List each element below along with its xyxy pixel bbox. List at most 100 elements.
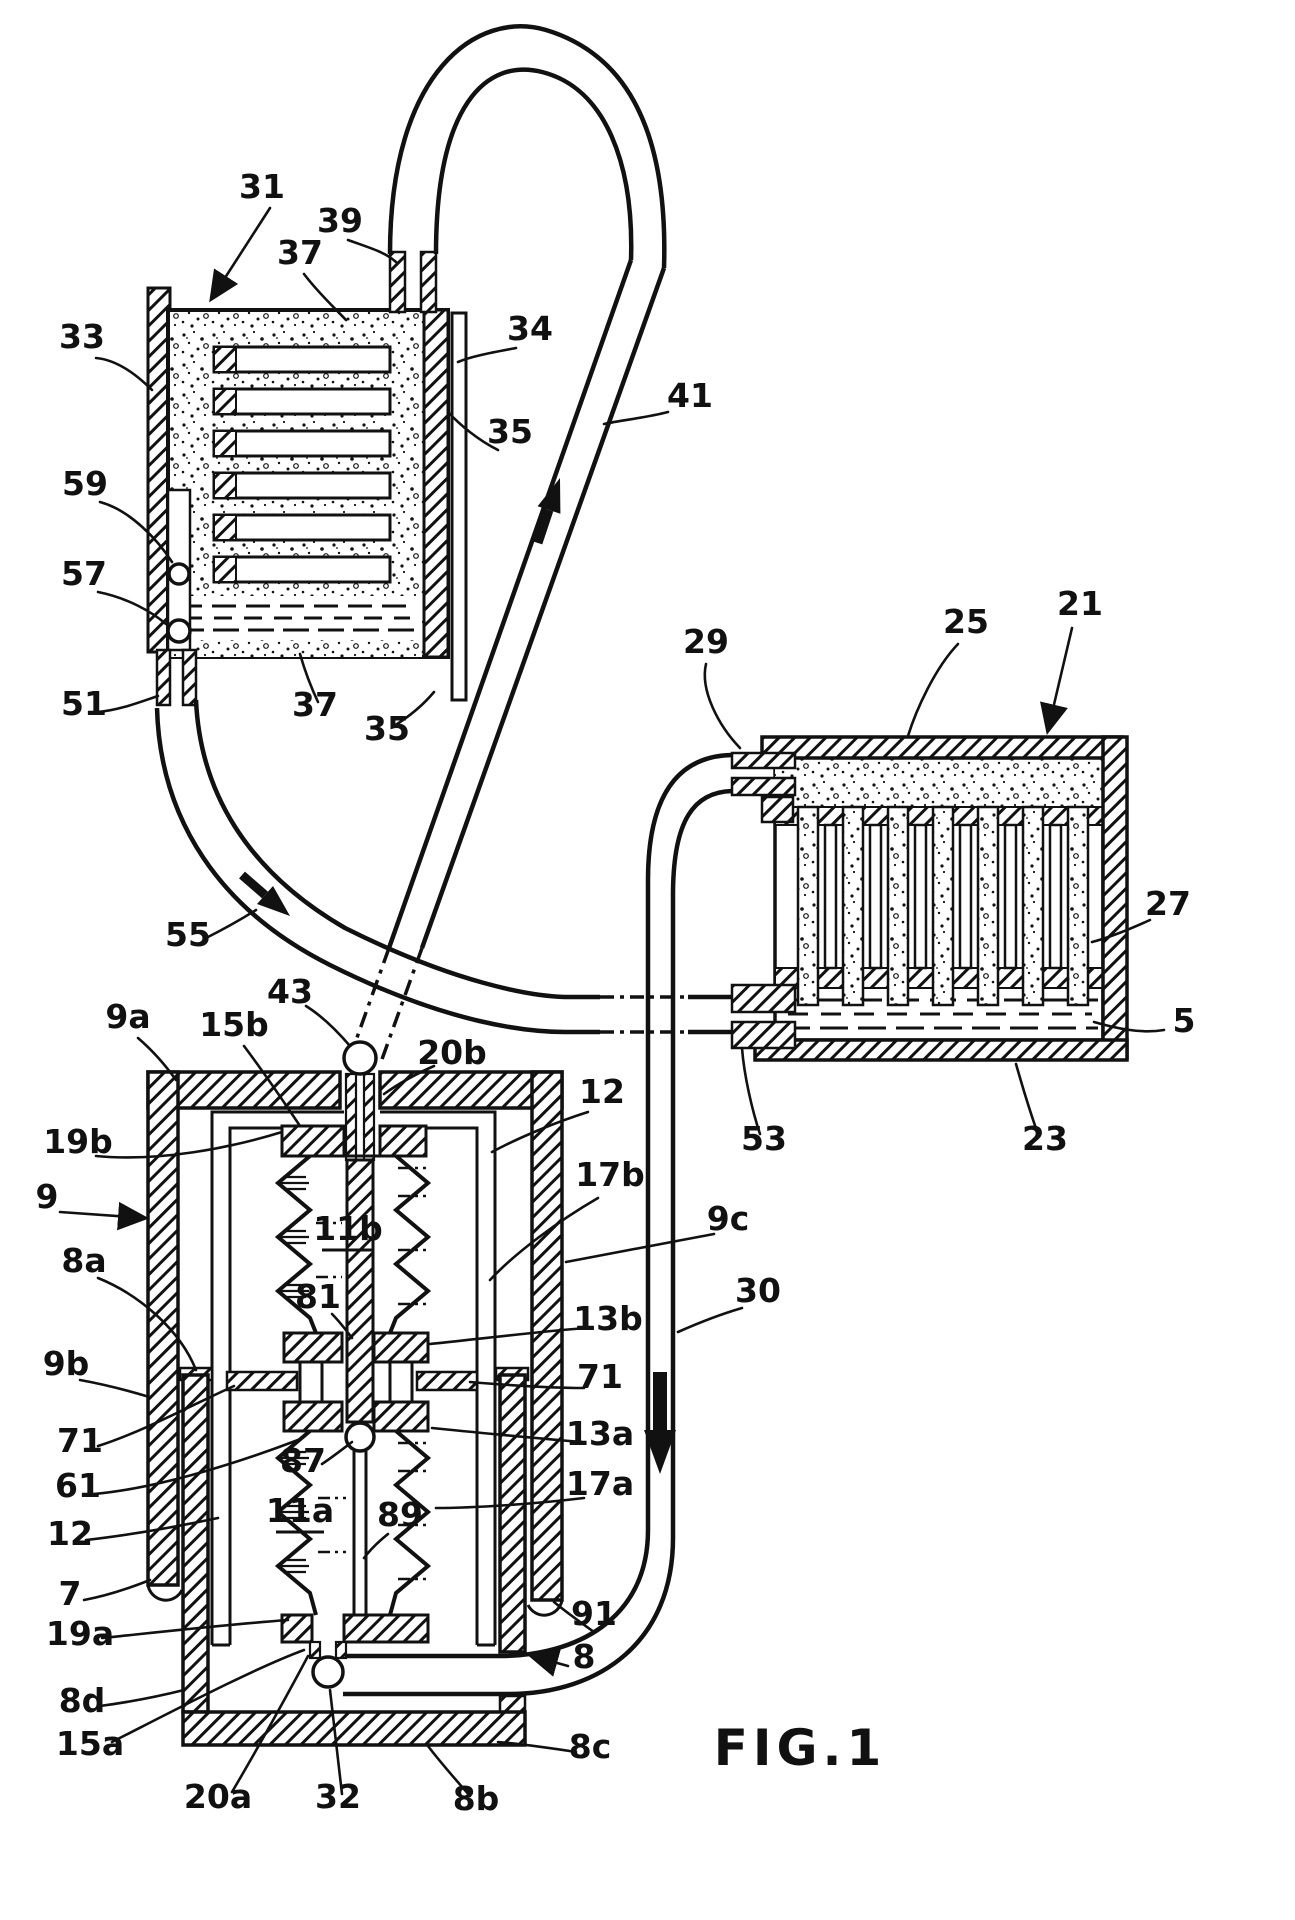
part-label-39: 39 [317,201,363,240]
part-label-37-top: 37 [277,233,323,272]
wall-block [760,795,795,824]
part-label-13a: 13a [566,1414,634,1453]
port-stub-53 [730,1020,797,1050]
part-label-81: 81 [295,1277,341,1316]
wick-columns-27 [796,805,1090,1007]
thin-fins [823,823,1063,970]
port-stub-53a [730,983,797,1014]
liquid-tube-55 [154,699,734,1035]
ball-valve-57 [166,618,192,644]
center-rod-81 [345,1158,375,1424]
part-label-71-right: 71 [577,1357,623,1396]
part-label-35-top: 35 [487,412,533,451]
part-label-17a: 17a [566,1464,634,1503]
bellows-top-plate-19b [378,1124,428,1158]
part-label-59: 59 [62,464,108,503]
part-label-30: 30 [735,1271,781,1310]
middle-plate-assembly [225,1331,479,1433]
right-plate-35 [422,308,450,659]
bellows-lower-11a [274,1429,432,1660]
part-label-27: 27 [1145,884,1191,923]
shell-right-foot-91 [526,1599,564,1617]
part-label-20a: 20a [184,1777,252,1816]
part-label-8d: 8d [59,1681,106,1720]
vapor-loop-tube-41 [352,24,667,1063]
part-label-8: 8 [573,1637,596,1676]
part-label-53: 53 [741,1119,787,1158]
mid-plate-13b-right [372,1331,430,1364]
part-label-31: 31 [239,167,285,206]
post-61-right [388,1360,414,1404]
part-label-21: 21 [1057,584,1103,623]
part-label-34: 34 [507,309,553,348]
part-label-9b: 9b [43,1344,90,1383]
left-heat-exchanger [146,250,468,707]
pipe-stub-51 [155,648,172,707]
bellows-bottom-plate-15a [342,1613,430,1644]
part-label-9: 9 [36,1177,59,1216]
ball-valve-43 [342,1040,378,1076]
part-label-23: 23 [1022,1119,1068,1158]
ball-valve-59 [167,562,191,586]
part-label-32: 32 [315,1777,361,1816]
right-heat-exchanger [730,735,1129,1062]
part-label-12-left: 12 [47,1514,93,1553]
down-right-arrow-tube-55 [239,871,290,916]
part-label-8a: 8a [61,1241,106,1280]
part-label-8b: 8b [453,1779,500,1818]
part-label-71-left: 71 [57,1421,103,1460]
top-plate-25 [760,735,1124,760]
bellows-top-plate-15b [280,1124,346,1158]
top-wick-band [775,758,1103,807]
part-label-15b: 15b [199,1005,269,1044]
rod-71-right [415,1370,479,1392]
part-label-20b: 20b [417,1033,487,1072]
pipe-20b-right-wall [362,1072,376,1162]
figure-title: FIG.1 [714,1719,887,1777]
part-label-87: 87 [280,1441,326,1480]
part-label-11a: 11a [266,1491,334,1530]
part-labels: 31 39 37 33 34 35 41 59 57 51 37 35 29 2… [36,167,1196,1818]
outer-plate-34 [450,311,468,702]
liquid-zone [170,596,422,640]
part-label-7: 7 [59,1574,82,1613]
part-label-13b: 13b [573,1299,643,1338]
part-label-5: 5 [1173,1001,1196,1040]
port-stub-29b [730,776,797,797]
pipe-20a-left-wall [308,1640,322,1660]
part-label-12-right: 12 [579,1072,625,1111]
part-label-35-bottom: 35 [364,709,410,748]
end-cap-21 [1101,735,1129,1060]
part-label-43: 43 [267,972,313,1011]
part-label-37-bottom: 37 [292,685,338,724]
shell-right-wall-9c [530,1070,564,1602]
part-label-61: 61 [55,1466,101,1505]
mid-plate-13a-right [372,1400,430,1433]
part-label-29: 29 [683,622,729,661]
ball-valve-32 [311,1655,345,1689]
part-label-9c: 9c [707,1199,750,1238]
part-label-25: 25 [943,602,989,641]
post-61-left [298,1360,324,1404]
part-label-55: 55 [165,915,211,954]
pipe-stub [419,250,438,314]
bellows-upper-11b [274,1154,432,1334]
leader-lines [58,206,1166,1798]
shell-left-wall-9 [146,1070,180,1587]
casing-12 [210,1110,497,1647]
return-tube-30 [341,752,733,1697]
part-label-15a: 15a [56,1724,124,1763]
inner-container-8 [178,1366,530,1747]
pipe-stub-39 [388,250,407,314]
bottom-band [170,640,422,657]
bottom-plate [753,1038,1129,1062]
part-label-11b: 11b [313,1209,383,1248]
pipe-20b-left-wall [344,1072,358,1162]
part-label-19b: 19b [43,1122,113,1161]
pipe-20a-right-wall [334,1640,348,1660]
part-label-89: 89 [377,1495,423,1534]
part-label-51: 51 [61,684,107,723]
part-label-8c: 8c [569,1727,612,1766]
